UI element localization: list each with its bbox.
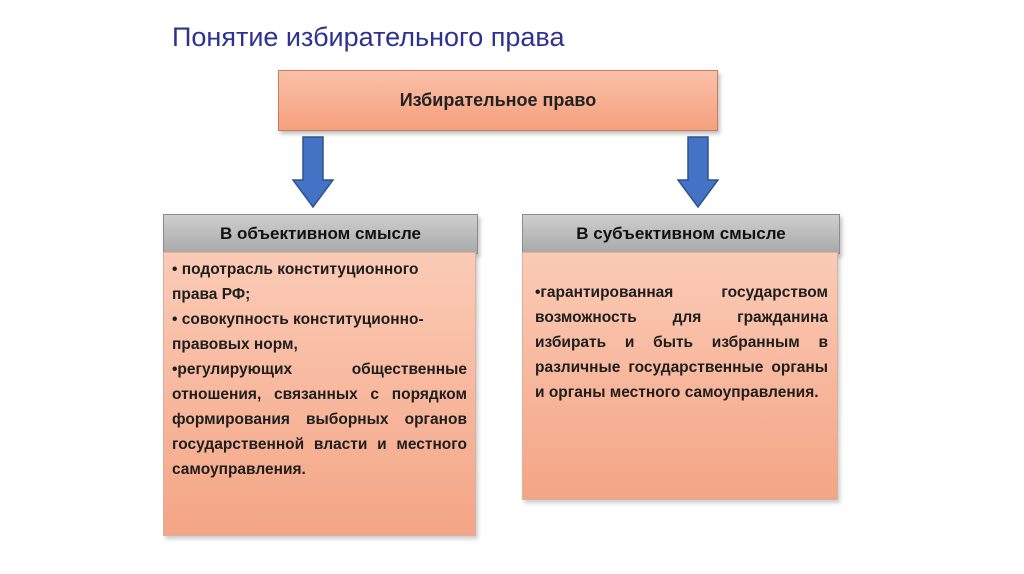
list-item: • подотрасль конституционного права РФ; (172, 261, 419, 303)
arrow-down-icon (292, 136, 334, 208)
list-item: •регулирующих общественные отношения, св… (172, 361, 467, 478)
list-item: •гарантированная государством возможност… (535, 284, 828, 401)
root-concept-box: Избирательное право (278, 70, 718, 131)
slide-title: Понятие избирательного права (172, 22, 565, 52)
objective-sense-header: В объективном смысле (163, 214, 478, 254)
subjective-sense-header-label: В субъективном смысле (576, 224, 786, 243)
objective-sense-body: • подотрасль конституционного права РФ; … (163, 252, 476, 536)
subjective-sense-body: •гарантированная государством возможност… (522, 252, 838, 500)
list-item: • совокупность конституционно-правовых н… (172, 311, 424, 353)
objective-sense-header-label: В объективном смысле (219, 224, 421, 243)
root-concept-label: Избирательное право (399, 90, 597, 110)
arrow-down-icon (677, 136, 719, 208)
subjective-sense-header: В субъективном смысле (522, 214, 840, 254)
